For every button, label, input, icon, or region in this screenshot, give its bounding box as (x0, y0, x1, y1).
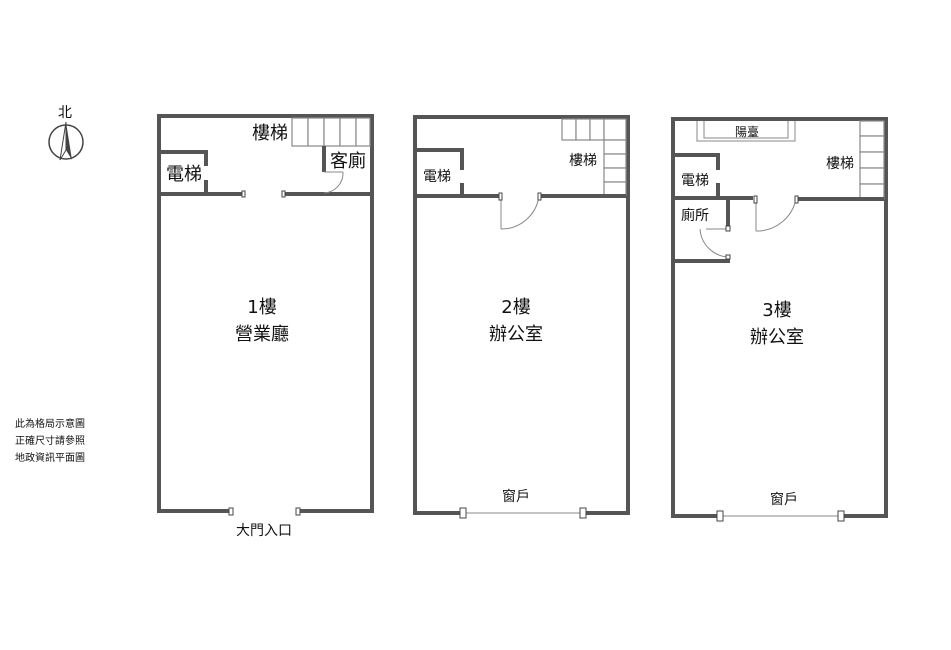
floor1-entrance-label: 大門入口 (236, 523, 292, 539)
floor1-stairs (291, 117, 371, 147)
floor2-number: 2樓 (501, 297, 530, 318)
floor2-window-label: 窗戶 (502, 488, 530, 505)
floor2-room-label: 辦公室 (489, 324, 543, 345)
north-label: 北 (58, 105, 72, 121)
floor2-stairs-label: 樓梯 (569, 153, 597, 169)
floor3-room-label: 辦公室 (750, 327, 804, 348)
floor3-elevator-label: 電梯 (681, 173, 709, 189)
note-line: 正確尺寸請參照 (15, 434, 85, 447)
floor2-stairs (561, 118, 627, 196)
floor3-toilet-label: 廁所 (681, 207, 709, 224)
north-arrow-icon (48, 121, 84, 161)
floor1-number: 1樓 (247, 297, 276, 318)
note-line: 此為格局示意圖 (15, 417, 85, 430)
floor3-balcony (696, 121, 796, 142)
floor1-elevator-label: 電梯 (166, 164, 202, 185)
floor2-elevator-label: 電梯 (423, 169, 451, 185)
floor3-number: 3樓 (762, 300, 791, 321)
floor3-window-label: 窗戶 (770, 491, 798, 508)
floor3-balcony-label: 陽臺 (735, 124, 759, 139)
floor1-guest-toilet-label: 客廁 (330, 150, 366, 172)
floor2-plan: 樓梯 電梯 2樓 辦公室 窗戶 (413, 115, 630, 519)
note-line: 地政資訊平面圖 (15, 451, 85, 464)
floor1-stairs-label: 樓梯 (252, 123, 288, 144)
floor1-plan: 樓梯 電梯 客廁 1樓 營業廳 大門入口 (157, 114, 374, 539)
floor3-plan: 陽臺 樓梯 電梯 廁所 3樓 辦公室 窗戶 (671, 117, 888, 522)
floor3-stairs-label: 樓梯 (826, 156, 854, 172)
floor1-room-label: 營業廳 (235, 324, 289, 345)
floor3-stairs (859, 120, 885, 200)
